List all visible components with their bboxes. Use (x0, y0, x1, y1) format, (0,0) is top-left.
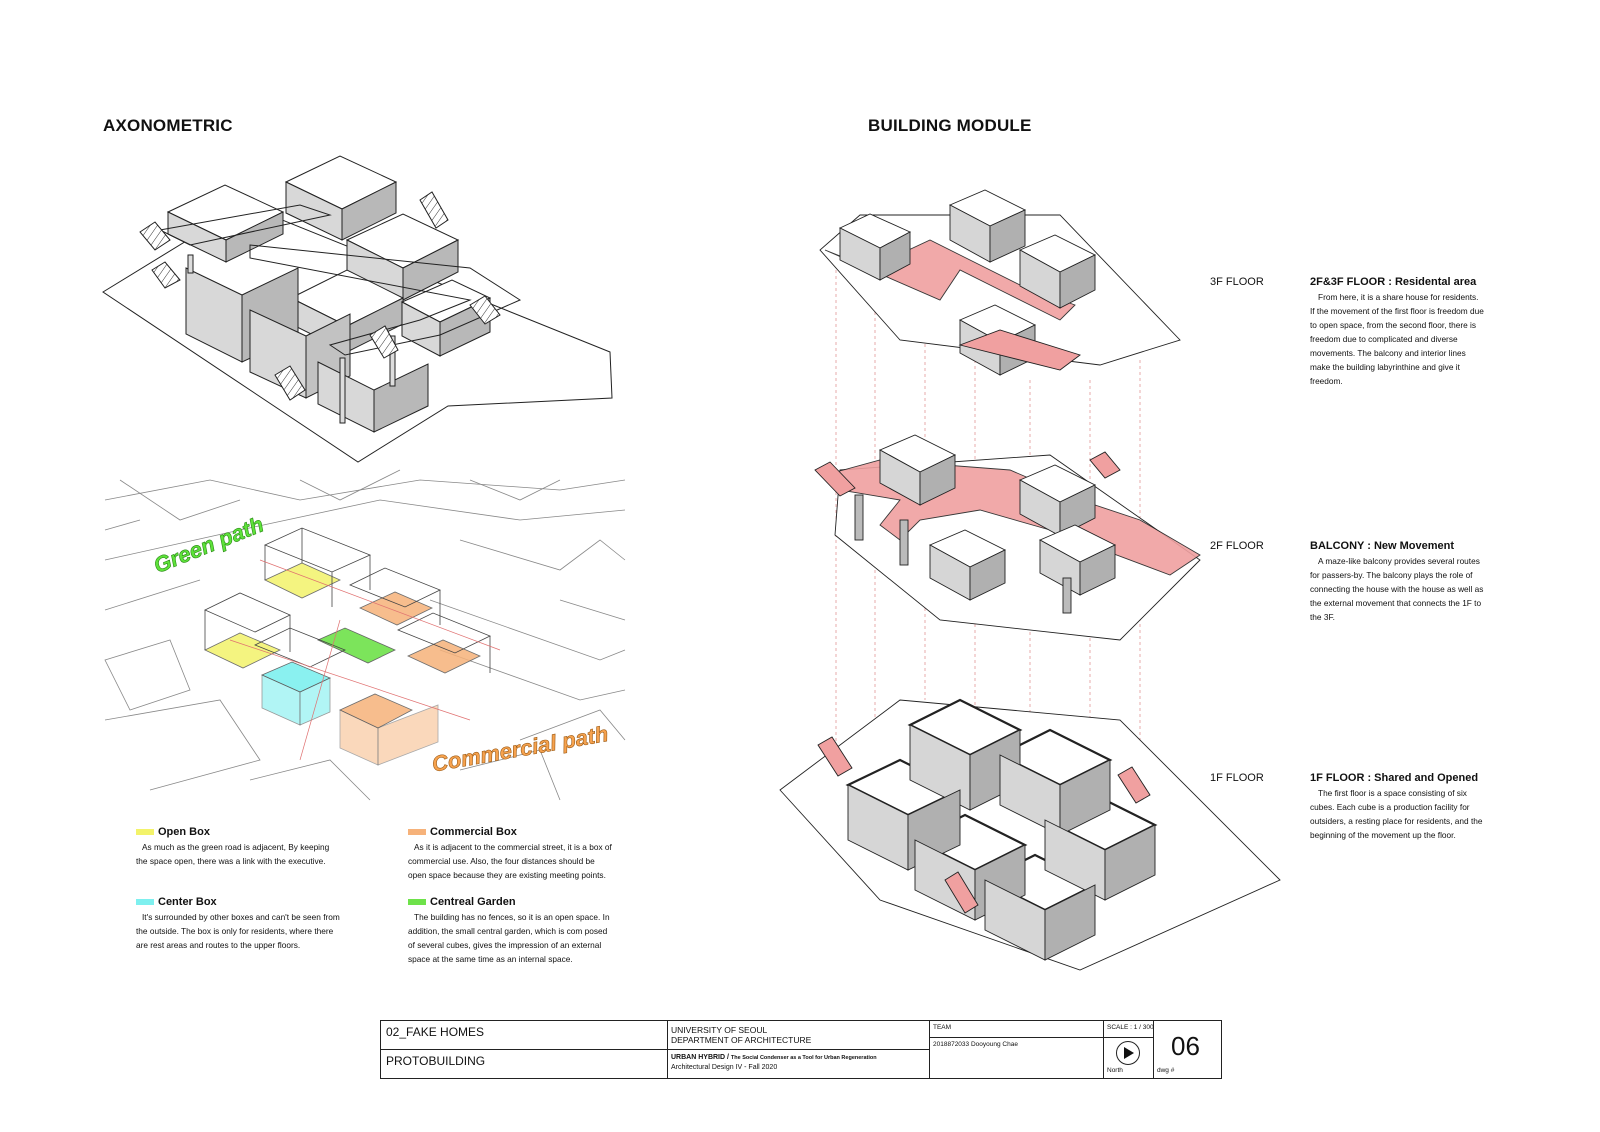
center-box-swatch (136, 899, 154, 905)
central-garden-swatch (408, 899, 426, 905)
course-title: URBAN HYBRID / The Social Condenser as a… (671, 1054, 877, 1061)
legend-title: Open Box (158, 826, 210, 838)
legend-open-box: Open Box As much as the green road is ad… (136, 826, 341, 868)
axonometric-drawing (102, 155, 613, 463)
floor-1f-label: 1F FLOOR (1210, 772, 1264, 784)
north-arrow-icon (1116, 1041, 1140, 1065)
legend-center-box: Center Box It's surrounded by other boxe… (136, 896, 341, 952)
axo-box-lower-3 (317, 361, 429, 433)
project-name: 02_FAKE HOMES (386, 1025, 485, 1039)
floor-2f-description: A maze-like balcony provides several rou… (1310, 556, 1484, 622)
legend-commercial-box: Commercial Box As it is adjacent to the … (408, 826, 613, 882)
north-label: North (1107, 1067, 1123, 1074)
site-boxes (204, 527, 501, 766)
axo-box-1 (166, 184, 285, 263)
legend-body: As much as the green road is adjacent, B… (136, 842, 330, 866)
drawing-number-label: dwg # (1157, 1067, 1175, 1074)
legend-title: Centreal Garden (430, 896, 516, 908)
floor-1f-drawing (779, 698, 1281, 971)
floor-2f-title: BALCONY : New Movement (1310, 540, 1455, 552)
university: UNIVERSITY OF SEOUL (671, 1025, 768, 1035)
floor-1f-title: 1F FLOOR : Shared and Opened (1310, 772, 1479, 784)
open-box-swatch (136, 829, 154, 835)
floor-1f-description: The first floor is a space consisting of… (1310, 788, 1483, 840)
team-label: TEAM (933, 1024, 952, 1031)
legend-body: It's surrounded by other boxes and can't… (136, 912, 340, 950)
drawing-number: 06 (1171, 1031, 1200, 1061)
floor-3f-label: 3F FLOOR (1210, 276, 1264, 288)
commercial-box-swatch (408, 829, 426, 835)
team-member: 2018872033 Dooyoung Chae (933, 1041, 1018, 1048)
building-module-heading: BUILDING MODULE (868, 116, 1032, 135)
site-plan (104, 469, 626, 801)
course-name: Architectural Design IV - Fall 2020 (671, 1064, 778, 1071)
department: DEPARTMENT OF ARCHITECTURE (671, 1035, 812, 1045)
axo-box-2 (284, 155, 398, 241)
legend-central-garden: Centreal Garden The building has no fenc… (408, 896, 613, 966)
floor-3f-title: 2F&3F FLOOR : Residental area (1310, 276, 1477, 288)
floor-3f-description: From here, it is a share house for resid… (1310, 292, 1484, 386)
title-block: 02_FAKE HOMES PROTOBUILDING UNIVERSITY O… (380, 1020, 1222, 1079)
axonometric-heading: AXONOMETRIC (103, 116, 233, 135)
floor-3f-drawing (819, 189, 1181, 376)
legend-body: As it is adjacent to the commercial stre… (408, 842, 612, 880)
floor-2f-drawing (814, 434, 1201, 641)
scale: SCALE : 1 / 300 (1107, 1024, 1154, 1031)
legend-title: Commercial Box (430, 826, 517, 838)
legend-title: Center Box (158, 896, 217, 908)
legend-body: The building has no fences, so it is an … (408, 912, 610, 964)
subproject-name: PROTOBUILDING (386, 1054, 486, 1068)
floor-2f-label: 2F FLOOR (1210, 540, 1264, 552)
